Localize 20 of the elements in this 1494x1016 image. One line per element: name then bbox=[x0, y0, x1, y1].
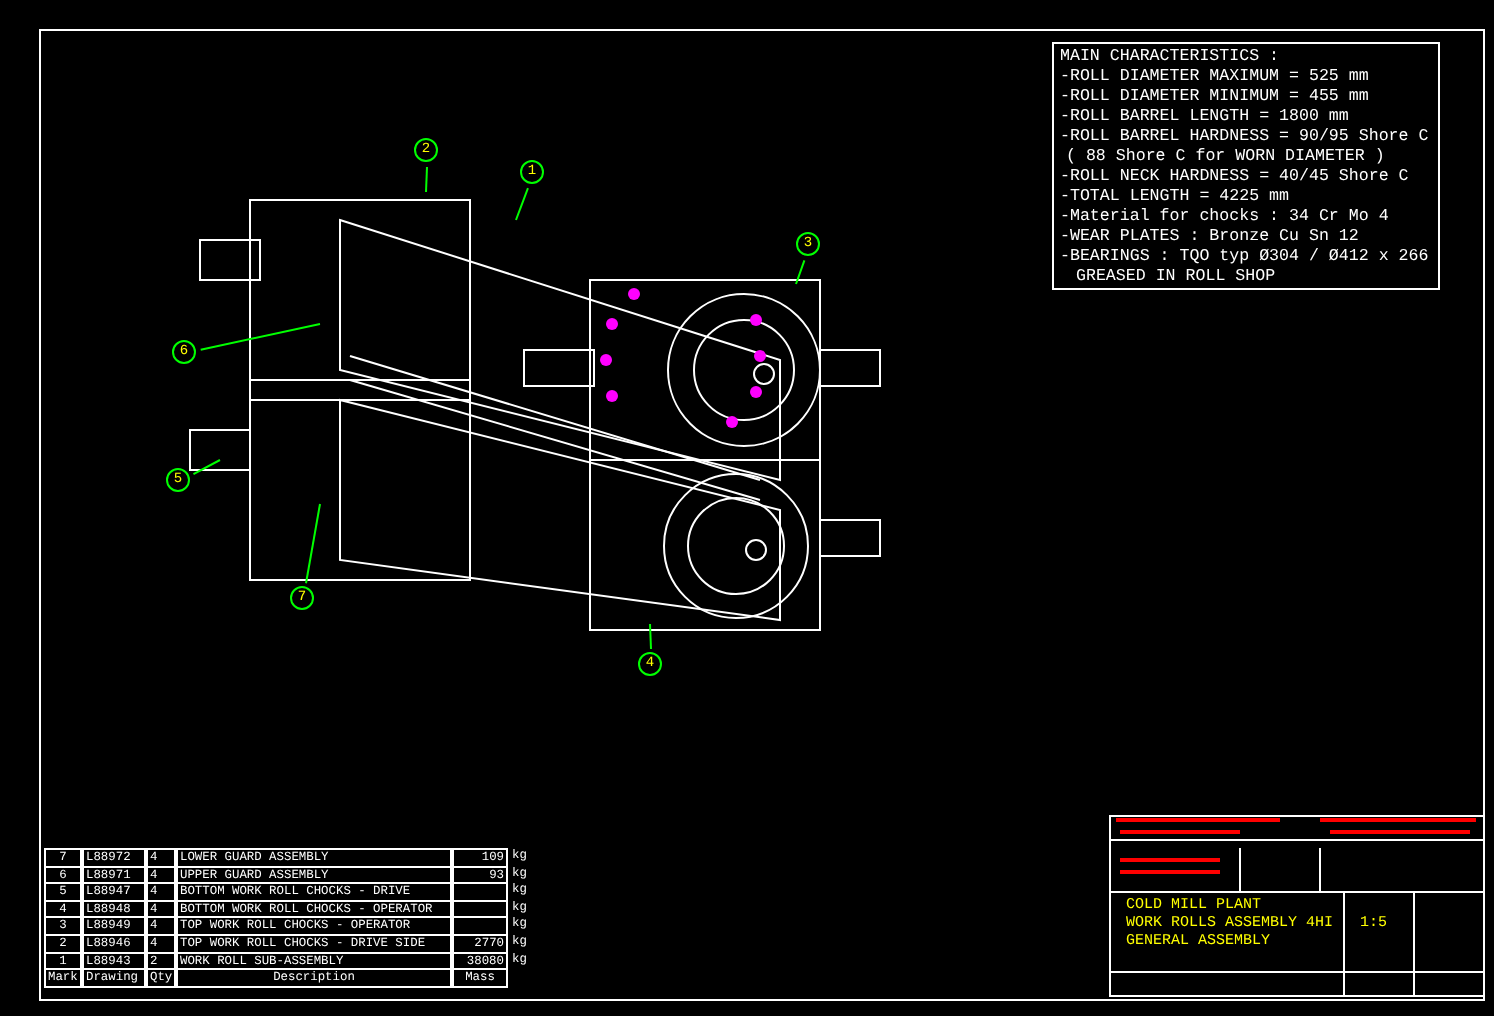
characteristic-line: -ROLL BARREL LENGTH = 1800 mm bbox=[1060, 108, 1351, 128]
characteristic-line: -ROLL DIAMETER MAXIMUM = 525 mm bbox=[1060, 68, 1371, 88]
characteristic-line: GREASED IN ROLL SHOP bbox=[1074, 268, 1278, 288]
characteristic-line: -ROLL NECK HARDNESS = 40/45 Shore C bbox=[1060, 168, 1411, 188]
leader-line bbox=[649, 623, 652, 650]
panel-heading: MAIN CHARACTERISTICS : bbox=[1060, 48, 1282, 68]
leader-line bbox=[305, 503, 321, 585]
characteristic-line: -ROLL DIAMETER MINIMUM = 455 mm bbox=[1060, 88, 1371, 108]
leader-line bbox=[199, 323, 321, 351]
leader-line bbox=[795, 259, 806, 285]
leader-line bbox=[425, 166, 428, 193]
characteristics-panel bbox=[1052, 42, 1440, 290]
characteristic-line: -WEAR PLATES : Bronze Cu Sn 12 bbox=[1060, 228, 1361, 248]
leader-line bbox=[192, 459, 221, 476]
characteristic-line: -Material for chocks : 34 Cr Mo 4 bbox=[1060, 208, 1391, 228]
leader-line bbox=[515, 187, 529, 221]
characteristic-line: -ROLL BARREL HARDNESS = 90/95 Shore C bbox=[1060, 128, 1431, 148]
characteristic-line: -TOTAL LENGTH = 4225 mm bbox=[1060, 188, 1292, 208]
characteristic-line: -BEARINGS : TQO typ Ø304 / Ø412 x 266 bbox=[1060, 248, 1431, 268]
characteristic-line: ( 88 Shore C for WORN DIAMETER ) bbox=[1064, 148, 1387, 168]
